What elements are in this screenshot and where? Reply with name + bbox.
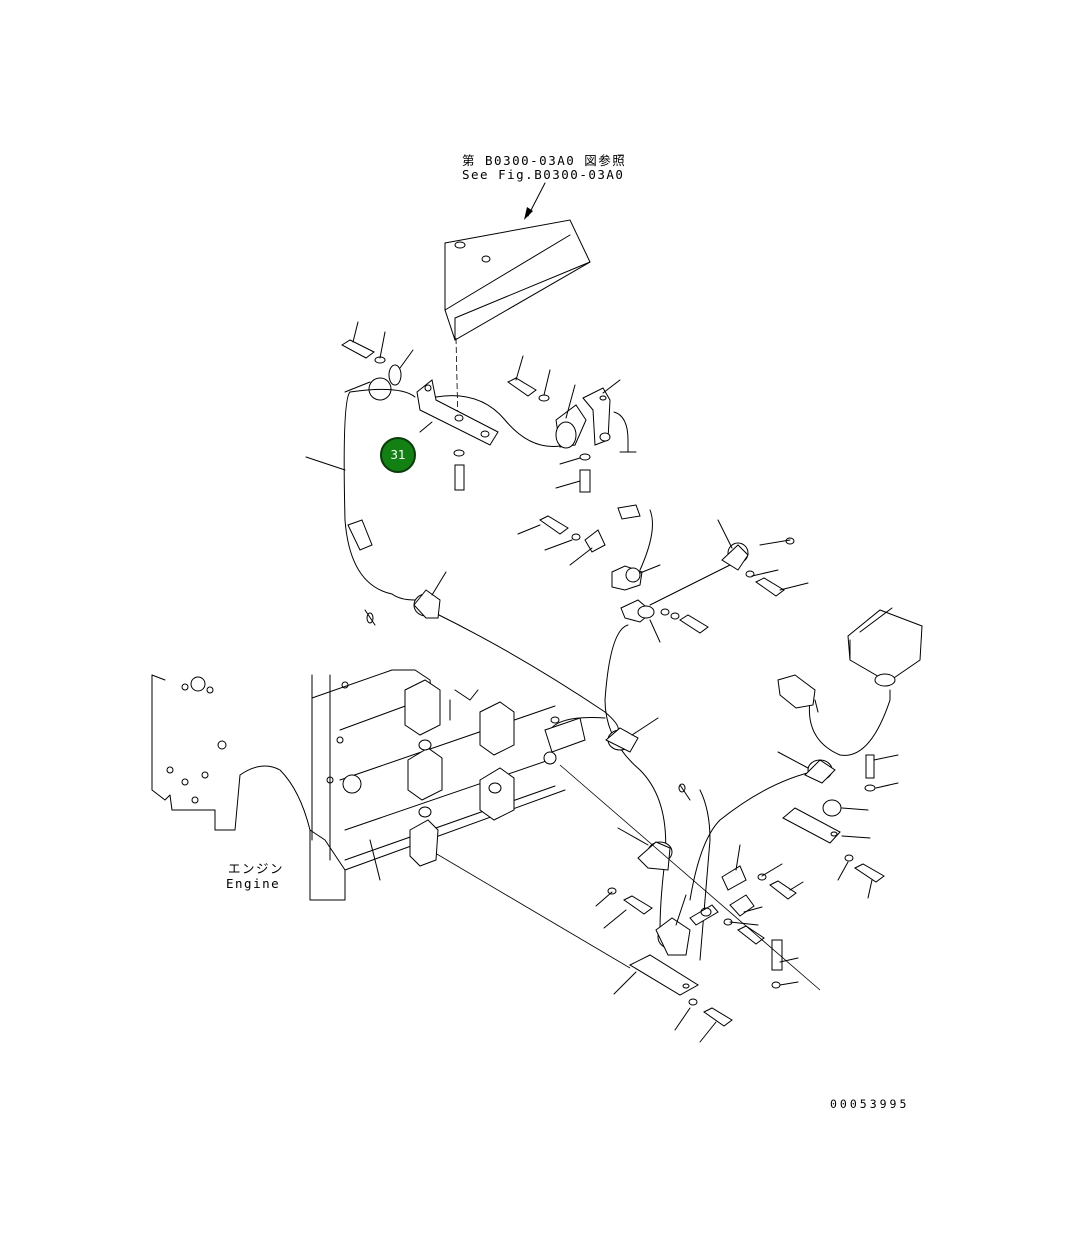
bolt-group-top-left [341,321,414,401]
clamp-bracket-lower [595,887,733,1043]
reference-arrow [524,182,546,220]
leader-lines [429,764,821,991]
reference-note-en: See Fig.B0300-03A0 [462,167,625,182]
bolt-below-bracket [419,421,465,491]
engine-label-jp: エンジン [228,861,285,876]
mounting-bracket [416,379,499,446]
reference-note-jp: 第 B0300-03A0 図参照 [462,153,627,168]
wire-harness [305,381,891,961]
drawing-number: 00053995 [830,1097,910,1111]
clamp-lower-center [605,717,691,871]
clip-group-right-lower [689,844,804,989]
cover-bracket [444,219,591,426]
clamp-right-top [717,519,809,597]
bolt-group-upper-center [507,355,637,493]
engine-block [151,669,586,901]
connector-left [347,519,376,626]
clip-group-center [517,504,709,643]
clamp-left [413,571,447,619]
engine-label-en: Engine [226,876,281,891]
part-callout-31[interactable]: 31 [380,437,416,473]
sensor-unit [777,607,923,713]
clamp-right-mid [777,751,899,899]
